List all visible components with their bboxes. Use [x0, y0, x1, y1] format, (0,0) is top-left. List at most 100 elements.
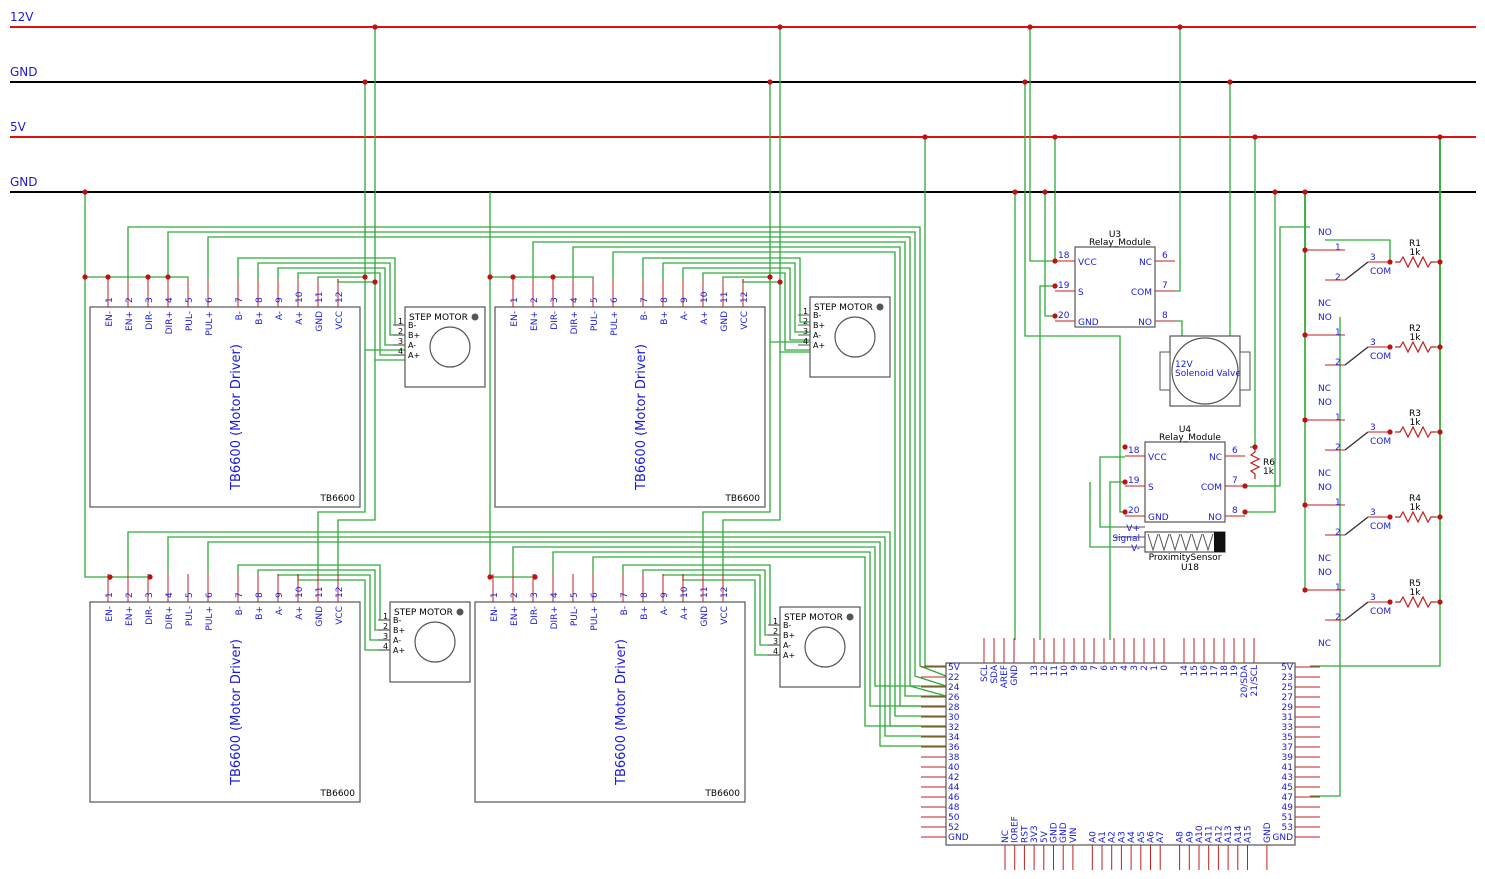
junction-dot — [82, 189, 88, 195]
mega-pin-label: A4 — [1127, 831, 1137, 843]
switch-nc-label: NC — [1318, 299, 1331, 309]
mega-pin-label: 49 — [1282, 803, 1294, 813]
junction-dot — [1227, 79, 1233, 85]
driver-pin-number: 12 — [740, 292, 750, 303]
driver-pin-name: A+ — [295, 311, 305, 325]
step-motor-title: STEP MOTOR — [409, 313, 468, 323]
motor-pin-number: 1 — [383, 612, 388, 621]
mega-pin-label: A12 — [1214, 825, 1224, 843]
junction-dot — [1052, 134, 1058, 140]
driver-pin-number: 5 — [185, 297, 195, 303]
junction-dot — [777, 24, 783, 30]
driver-pin-name: VCC — [720, 606, 730, 625]
driver-pin-number: 8 — [640, 592, 650, 598]
driver-pin-name: DIR+ — [165, 606, 175, 629]
junction-dot — [767, 79, 773, 85]
relay-u3-pin-number: 19 — [1058, 281, 1070, 291]
junction-dot — [1052, 283, 1058, 289]
junction-dot — [1052, 258, 1058, 264]
mega-pin-label: 5V — [948, 663, 961, 673]
wire-gnd-u4-no — [1245, 192, 1276, 513]
driver-pin-name: EN+ — [125, 311, 135, 331]
wire-en-2 — [490, 276, 514, 279]
driver-pin-number: 5 — [185, 592, 195, 598]
motor-rotor-icon — [429, 326, 471, 368]
junction-dot — [1022, 79, 1028, 85]
driver-ref: TB6600 — [319, 494, 355, 504]
mega-pin-label: A2 — [1108, 831, 1118, 843]
driver-pin-name: DIR- — [550, 311, 560, 330]
motor-pin-number: 3 — [398, 337, 403, 346]
junction-dot — [777, 279, 783, 285]
motor-driver-body — [474, 601, 746, 803]
driver-pin-number: 11 — [315, 292, 325, 303]
junction-dot — [1242, 509, 1248, 515]
mega-pin-label: 8 — [1080, 665, 1090, 671]
relay-u4-pin-number: 6 — [1232, 446, 1238, 456]
motor-pin-number: 2 — [398, 327, 403, 336]
wire-signal-bundle-b — [612, 251, 946, 717]
junction-dot — [1437, 514, 1443, 520]
wire-5v-u4 — [1250, 137, 1256, 448]
mega-pin-label: 6 — [1100, 665, 1110, 671]
mega-pin-label: RST — [1020, 825, 1030, 843]
driver-pin-name: EN- — [510, 311, 520, 327]
relay-u4-pin-number: 20 — [1128, 506, 1140, 516]
mega-pin-label: 38 — [948, 753, 960, 763]
mega-pin-label: A9 — [1185, 831, 1195, 843]
driver-pin-name: EN- — [105, 311, 115, 327]
wire-a- — [277, 267, 405, 346]
mega-pin-label: 11 — [1050, 665, 1060, 676]
mega-pin-label: AREF — [1000, 665, 1010, 688]
driver-ref: TB6600 — [724, 494, 760, 504]
junction-dot — [1027, 24, 1033, 30]
resistor-ref: R5 — [1409, 579, 1421, 589]
mega-pin-label: A7 — [1156, 831, 1166, 843]
mega-pin-label: 30 — [948, 713, 960, 723]
wire-signal-bundle-b — [532, 241, 946, 697]
motor-pin-name: A- — [408, 341, 416, 350]
junction-dot — [147, 574, 153, 580]
wire-signal-bundle-d — [552, 551, 946, 707]
relay-u4-pin-number: 8 — [1232, 506, 1238, 516]
mega-pin-label: 19 — [1230, 665, 1240, 677]
driver-title: TB6600 (Motor Driver) — [229, 639, 244, 786]
junction-dot — [532, 574, 538, 580]
switch-lever-icon — [1344, 346, 1369, 366]
mega-pin-label: A6 — [1147, 831, 1157, 843]
relay-u3-pin-number: 20 — [1058, 311, 1070, 321]
junction-dot — [145, 274, 151, 280]
mega-pin-label: GND — [1059, 822, 1069, 843]
resistor-ref: R1 — [1409, 239, 1421, 249]
driver-pin-number: 1 — [105, 297, 115, 303]
driver-pin-number: 9 — [680, 297, 690, 303]
mega-pin-label: IOREF — [1011, 816, 1021, 843]
mega-pin-label: 27 — [1282, 693, 1293, 703]
step-motor-title: STEP MOTOR — [394, 608, 453, 618]
driver-pin-number: 1 — [490, 592, 500, 598]
mega-pin-label: 50 — [948, 813, 960, 823]
resistor-icon — [1395, 510, 1436, 524]
driver-pin-name: A+ — [680, 606, 690, 620]
driver-pin-number: 3 — [145, 592, 155, 598]
relay-u4-pin-number: 19 — [1128, 476, 1140, 486]
mega-pin-label: 5 — [1110, 665, 1120, 671]
driver-pin-name: B+ — [255, 606, 265, 620]
wire-gnd-11 — [317, 276, 365, 279]
wire-vcc-3 — [337, 360, 376, 574]
mega-pin-label: 29 — [1282, 703, 1294, 713]
junction-dot — [1122, 479, 1128, 485]
switch-pin-number: 1 — [1335, 413, 1341, 423]
relay-u4-pin-name: GND — [1148, 513, 1169, 523]
driver-pin-number: 4 — [165, 297, 175, 303]
mega-pin-label: A3 — [1117, 831, 1127, 843]
mega-pin-label: A0 — [1088, 831, 1098, 843]
driver-pin-number: 2 — [510, 592, 520, 598]
mega-pin-label: 48 — [948, 803, 960, 813]
junction-dot — [1012, 189, 1018, 195]
relay-u3-pin-name: GND — [1078, 318, 1099, 328]
switch-pin-number: 3 — [1370, 508, 1376, 518]
driver-pin-name: A- — [275, 606, 285, 615]
junction-dot — [362, 274, 368, 280]
driver-pin-number: 2 — [530, 297, 540, 303]
